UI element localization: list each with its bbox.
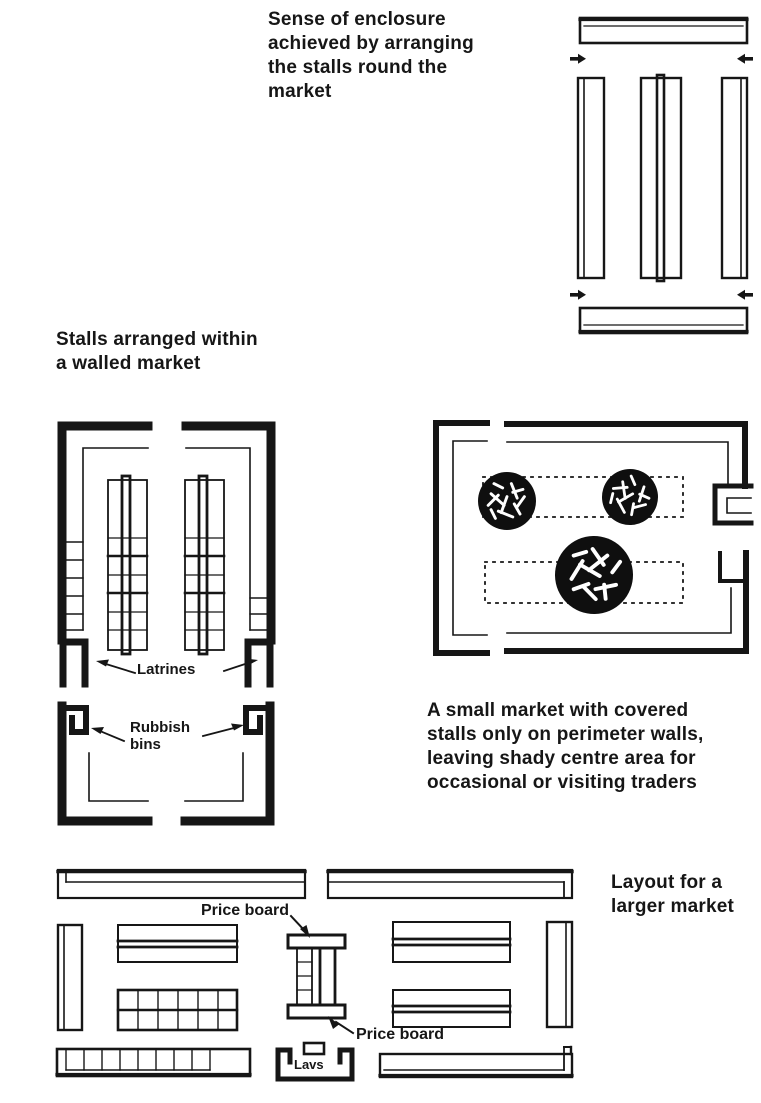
caption-larger-market: Layout for a larger market	[611, 872, 735, 917]
latrines-arrow-right	[222, 658, 258, 673]
rubbish-arrow-left	[91, 727, 126, 743]
rubbish-bin-left	[59, 705, 89, 735]
top-wall	[504, 421, 748, 489]
label-latrines: Latrines	[137, 661, 196, 678]
bottom-stall-row-right	[378, 1045, 574, 1079]
market-wall-top-right	[181, 421, 276, 645]
top-stall-row	[578, 16, 749, 45]
bottom-stall-row-left	[55, 1047, 252, 1078]
rubbish-arrow-right	[201, 723, 244, 738]
right-column-stall	[545, 920, 574, 1029]
perimeter-stalls-left	[66, 541, 84, 631]
mid-left-upper-stall	[116, 924, 239, 963]
caption-enclosure: Sense of enclosure achieved by arranging…	[268, 9, 474, 102]
market-wall-bottom-right	[180, 701, 275, 826]
left-column-stall	[56, 923, 84, 1032]
price-board-arrow-lower	[328, 1016, 355, 1035]
entrance-arrow-bottom-left	[570, 289, 586, 300]
mid-left-lower-stall	[116, 988, 239, 1032]
market-wall-top-left	[57, 421, 153, 645]
price-board-structure	[286, 933, 347, 1020]
tree-1	[476, 470, 538, 532]
entrance-arrow-bottom-right	[737, 289, 753, 300]
label-lavatories: Lavs	[294, 1057, 324, 1072]
left-wall	[433, 420, 490, 656]
entrance-arrow-top-left	[570, 53, 586, 64]
diagram-walled-market	[57, 421, 276, 826]
entrance-baffle-lower	[718, 551, 747, 583]
caption-small-market: A small market with covered stalls only …	[427, 700, 704, 793]
label-price-board-lower: Price board	[356, 1026, 445, 1043]
tree-3	[546, 527, 642, 623]
tree-2	[589, 456, 671, 538]
central-stall-row-2	[183, 474, 226, 656]
entrance-arrow-top-right	[737, 53, 753, 64]
lavatory-enclosure	[275, 1041, 355, 1082]
diagram-small-market	[433, 420, 754, 656]
market-wall-bottom-left	[57, 701, 153, 826]
caption-walled-market: Stalls arranged within a walled market	[56, 329, 258, 374]
diagram-larger-market	[55, 868, 574, 1082]
stall-row-left	[576, 76, 606, 280]
bottom-stall-row	[578, 306, 749, 335]
central-stall-row-1	[106, 474, 149, 656]
rubbish-bin-right	[243, 705, 273, 735]
stall-row-right	[720, 76, 749, 280]
diagram-stalls-round-market	[570, 16, 753, 335]
mid-right-upper-stall	[391, 921, 512, 963]
latrine-left	[59, 638, 89, 688]
latrines-arrow-left	[96, 659, 137, 675]
top-stall-row-left	[56, 868, 307, 900]
top-stall-row-right	[326, 868, 574, 900]
label-rubbish-bins: Rubbish bins	[130, 719, 190, 753]
stall-row-middle	[639, 73, 683, 283]
side-room-upper	[712, 483, 754, 526]
mid-right-lower-stall	[391, 989, 512, 1028]
label-price-board-upper: Price board	[201, 902, 290, 919]
right-and-bottom-wall	[504, 550, 749, 654]
perimeter-stalls-right	[249, 597, 267, 631]
